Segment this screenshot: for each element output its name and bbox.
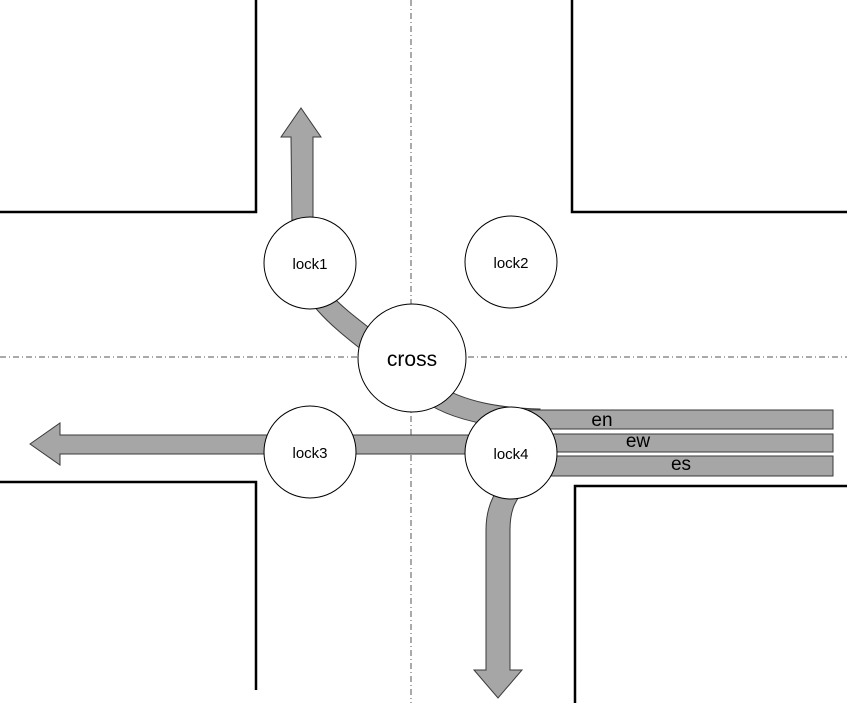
lane-ew bbox=[547, 433, 834, 453]
lock3-node: lock3 bbox=[263, 405, 357, 499]
curb-bottom-right bbox=[573, 484, 847, 703]
cross-node: cross bbox=[357, 303, 467, 413]
incoming-lanes bbox=[519, 409, 834, 477]
curb-bottom-left bbox=[0, 480, 258, 690]
lock1-circle bbox=[263, 216, 357, 310]
lock2-node: lock2 bbox=[464, 215, 558, 309]
lock2-label: lock2 bbox=[493, 255, 528, 272]
curb-top-right bbox=[570, 0, 847, 214]
lock4-circle bbox=[464, 406, 558, 500]
lock2-circle bbox=[464, 215, 558, 309]
lane-en-label: en bbox=[591, 410, 612, 431]
lane-es-label: es bbox=[671, 454, 691, 475]
lane-en bbox=[519, 409, 834, 430]
curb-top-left bbox=[0, 0, 258, 214]
lock3-label: lock3 bbox=[292, 445, 327, 462]
lock1-node: lock1 bbox=[263, 216, 357, 310]
lock3-circle bbox=[263, 405, 357, 499]
lock4-label: lock4 bbox=[493, 446, 528, 463]
path-north-arrow bbox=[280, 107, 322, 226]
cross-circle bbox=[357, 303, 467, 413]
lock4-node: lock4 bbox=[464, 406, 558, 500]
path-south-arrow bbox=[472, 469, 531, 699]
lock1-label: lock1 bbox=[292, 256, 327, 273]
lane-ew-label: ew bbox=[626, 431, 651, 452]
cross-label: cross bbox=[387, 348, 437, 371]
path-west-arrow bbox=[29, 422, 491, 466]
